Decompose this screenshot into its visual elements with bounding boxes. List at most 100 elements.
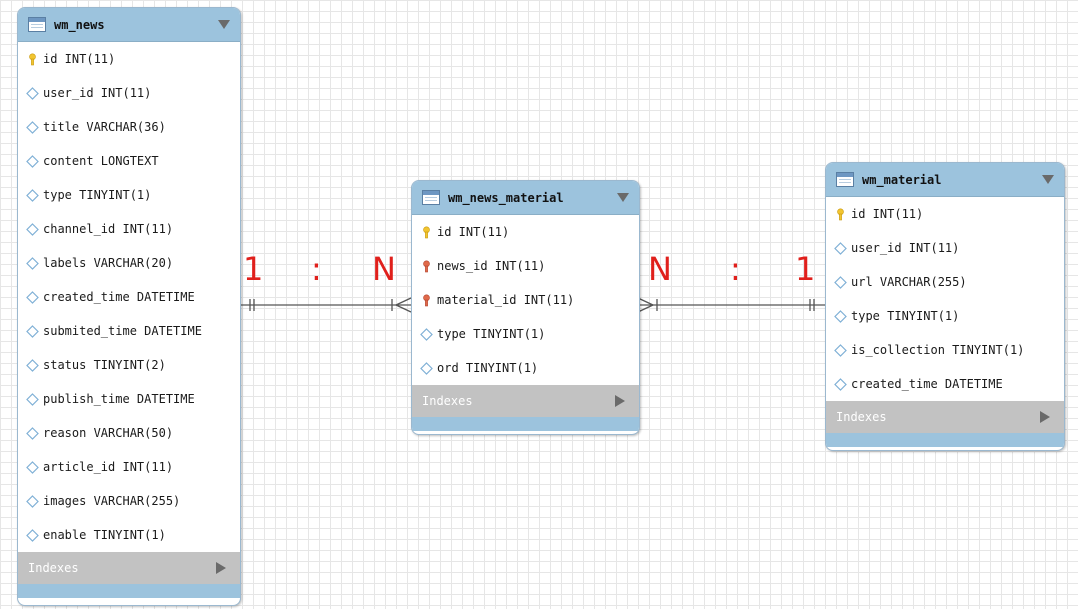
column-diamond-icon	[834, 377, 847, 391]
table-wm-material[interactable]: wm_material id INT(11) user_id INT(11) url…	[825, 162, 1065, 451]
primary-key-icon	[26, 52, 39, 66]
column-diamond-icon	[26, 290, 39, 304]
indexes-bar[interactable]: Indexes	[412, 385, 639, 417]
column-definition: content LONGTEXT	[43, 154, 159, 168]
column-definition: url VARCHAR(255)	[851, 275, 967, 289]
column-definition: is_collection TINYINT(1)	[851, 343, 1025, 357]
column-diamond-icon	[26, 222, 39, 236]
column-diamond-icon	[26, 120, 39, 134]
column-definition: type TINYINT(1)	[43, 188, 152, 202]
column-definition: created_time DATETIME	[43, 290, 195, 304]
column-definition: reason VARCHAR(50)	[43, 426, 174, 440]
collapse-caret-icon[interactable]	[218, 20, 230, 29]
column-row[interactable]: ord TINYINT(1)	[412, 351, 639, 385]
column-row[interactable]: publish_time DATETIME	[18, 382, 240, 416]
column-definition: id INT(11)	[437, 225, 510, 239]
collapse-caret-icon[interactable]	[617, 193, 629, 202]
column-list: id INT(11) user_id INT(11) url VARCHAR(255…	[826, 197, 1064, 401]
column-list: id INT(11) user_id INT(11) title VARCHAR(3…	[18, 42, 240, 552]
column-row[interactable]: labels VARCHAR(20)	[18, 246, 240, 280]
column-row[interactable]: type TINYINT(1)	[826, 299, 1064, 333]
table-header[interactable]: wm_news	[18, 8, 240, 42]
foreign-key-icon	[420, 293, 433, 307]
table-icon	[836, 172, 854, 187]
column-row[interactable]: enable TINYINT(1)	[18, 518, 240, 552]
table-footer	[826, 433, 1064, 447]
column-row[interactable]: news_id INT(11)	[412, 249, 639, 283]
column-definition: type TINYINT(1)	[437, 327, 546, 341]
column-row[interactable]: channel_id INT(11)	[18, 212, 240, 246]
column-diamond-icon	[26, 188, 39, 202]
table-footer	[18, 584, 240, 598]
column-row[interactable]: url VARCHAR(255)	[826, 265, 1064, 299]
column-row[interactable]: type TINYINT(1)	[412, 317, 639, 351]
table-header[interactable]: wm_news_material	[412, 181, 639, 215]
column-row[interactable]: id INT(11)	[826, 197, 1064, 231]
column-row[interactable]: id INT(11)	[412, 215, 639, 249]
column-definition: enable TINYINT(1)	[43, 528, 166, 542]
column-row[interactable]: user_id INT(11)	[826, 231, 1064, 265]
column-definition: publish_time DATETIME	[43, 392, 195, 406]
column-definition: news_id INT(11)	[437, 259, 546, 273]
table-icon	[422, 190, 440, 205]
column-row[interactable]: submited_time DATETIME	[18, 314, 240, 348]
column-row[interactable]: reason VARCHAR(50)	[18, 416, 240, 450]
column-row[interactable]: status TINYINT(2)	[18, 348, 240, 382]
column-row[interactable]: created_time DATETIME	[826, 367, 1064, 401]
column-definition: id INT(11)	[851, 207, 924, 221]
column-diamond-icon	[26, 86, 39, 100]
column-row[interactable]: id INT(11)	[18, 42, 240, 76]
table-icon	[28, 17, 46, 32]
column-row[interactable]: images VARCHAR(255)	[18, 484, 240, 518]
column-definition: user_id INT(11)	[851, 241, 960, 255]
column-diamond-icon	[26, 426, 39, 440]
foreign-key-icon	[420, 259, 433, 273]
relation-2-separator: :	[730, 250, 741, 288]
table-wm-news[interactable]: wm_news id INT(11) user_id INT(11) title V…	[17, 7, 241, 606]
expand-arrow-icon[interactable]	[1040, 411, 1050, 423]
column-definition: channel_id INT(11)	[43, 222, 174, 236]
column-row[interactable]: is_collection TINYINT(1)	[826, 333, 1064, 367]
expand-arrow-icon[interactable]	[216, 562, 226, 574]
indexes-label: Indexes	[28, 561, 79, 575]
column-diamond-icon	[26, 358, 39, 372]
column-row[interactable]: created_time DATETIME	[18, 280, 240, 314]
column-row[interactable]: article_id INT(11)	[18, 450, 240, 484]
collapse-caret-icon[interactable]	[1042, 175, 1054, 184]
primary-key-icon	[420, 225, 433, 239]
column-definition: created_time DATETIME	[851, 377, 1003, 391]
column-row[interactable]: user_id INT(11)	[18, 76, 240, 110]
column-definition: title VARCHAR(36)	[43, 120, 166, 134]
column-definition: type TINYINT(1)	[851, 309, 960, 323]
column-definition: user_id INT(11)	[43, 86, 152, 100]
table-name: wm_news	[54, 17, 105, 32]
column-definition: submited_time DATETIME	[43, 324, 202, 338]
column-diamond-icon	[26, 256, 39, 270]
indexes-bar[interactable]: Indexes	[826, 401, 1064, 433]
column-row[interactable]: title VARCHAR(36)	[18, 110, 240, 144]
primary-key-icon	[834, 207, 847, 221]
column-diamond-icon	[26, 392, 39, 406]
column-diamond-icon	[834, 241, 847, 255]
column-diamond-icon	[26, 494, 39, 508]
column-row[interactable]: type TINYINT(1)	[18, 178, 240, 212]
indexes-label: Indexes	[836, 410, 887, 424]
table-name: wm_material	[862, 172, 942, 187]
table-wm-news-material[interactable]: wm_news_material id INT(11) news_id INT(1…	[411, 180, 640, 435]
column-list: id INT(11) news_id INT(11) material_id INT…	[412, 215, 639, 385]
expand-arrow-icon[interactable]	[615, 395, 625, 407]
indexes-bar[interactable]: Indexes	[18, 552, 240, 584]
relation-2-left-label: N	[648, 250, 672, 288]
column-diamond-icon	[26, 460, 39, 474]
column-definition: status TINYINT(2)	[43, 358, 166, 372]
table-name: wm_news_material	[448, 190, 564, 205]
column-row[interactable]: material_id INT(11)	[412, 283, 639, 317]
column-definition: ord TINYINT(1)	[437, 361, 539, 375]
table-footer	[412, 417, 639, 431]
column-row[interactable]: content LONGTEXT	[18, 144, 240, 178]
table-header[interactable]: wm_material	[826, 163, 1064, 197]
column-definition: images VARCHAR(255)	[43, 494, 181, 508]
column-diamond-icon	[834, 309, 847, 323]
column-diamond-icon	[420, 361, 433, 375]
